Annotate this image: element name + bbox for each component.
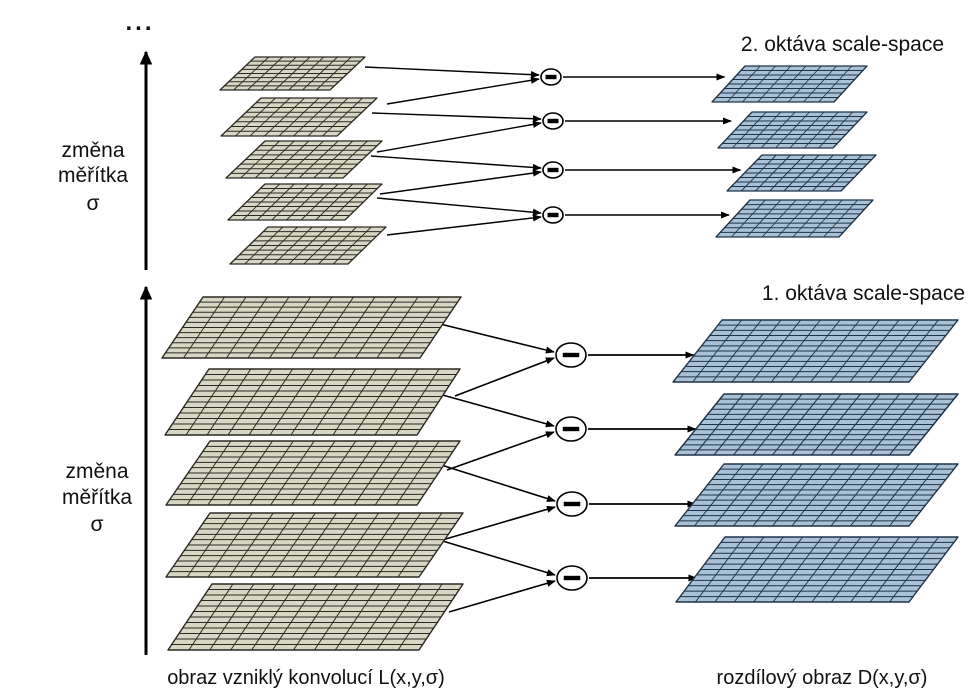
octave2-arrow-in-a-2 — [371, 112, 542, 123]
bottom-scale-label: změna měřítka σ — [62, 460, 132, 536]
octave1-gaussian-layer-3 — [165, 440, 461, 506]
octave1-arrow-in-b-3 — [431, 505, 556, 544]
octave2-arrow-in-a-4 — [376, 197, 542, 216]
octave1-arrow-in-b-2 — [446, 431, 555, 471]
octave1-gaussian-layer-5 — [167, 583, 464, 651]
top-scale-label-line2: měřítka — [58, 164, 128, 187]
octave1-difference-layer-2 — [674, 393, 959, 456]
octave1-arrow-in-a-2 — [438, 393, 555, 428]
octave1-difference-layer-1 — [672, 319, 959, 383]
octave2-arrow-in-b-3 — [379, 169, 542, 195]
octave1-gaussian-layer-1 — [161, 296, 462, 359]
octave2-difference-layer-2 — [717, 111, 868, 149]
octave1-difference-layer-4 — [675, 536, 959, 603]
octave2-minus-operator-3 — [542, 161, 564, 179]
top-scale-label-sigma: σ — [87, 192, 100, 215]
octave1-minus-operator-1 — [555, 342, 587, 368]
bottom-scale-label-sigma: σ — [91, 513, 104, 536]
octave2-difference-layer-1 — [711, 65, 868, 103]
bottom-scale-label-line1: změna — [65, 460, 128, 483]
top-scale-label: změna měřítka σ — [58, 139, 128, 215]
octave1-arrow-in-a-3 — [437, 463, 556, 502]
octave2-arrow-in-b-4 — [386, 214, 542, 236]
octave1-difference-layer-3 — [674, 463, 959, 527]
octave1-arrow-in-b-1 — [454, 357, 555, 397]
octave1-minus-operator-4 — [556, 565, 588, 591]
octave2-arrow-in-a-3 — [370, 155, 542, 172]
octave1-gaussian-layer-4 — [165, 512, 464, 578]
octave2-gaussian-layer-1 — [219, 56, 366, 91]
caption-convolved-image: obraz vzniklý konvolucí L(x,y,σ) — [167, 667, 445, 689]
octave2-arrow-in-b-1 — [386, 76, 540, 105]
octave1-minus-operator-2 — [555, 416, 587, 442]
octave2-gaussian-layer-5 — [229, 226, 387, 265]
octave1-minus-operator-3 — [556, 491, 588, 517]
octave-2-title: 2. oktáva scale-space — [741, 33, 944, 56]
subtraction-operators — [540, 68, 588, 591]
octave2-minus-operator-1 — [540, 68, 562, 86]
octave1-gaussian-layer-2 — [164, 368, 461, 436]
continuation-ellipsis: ... — [125, 9, 154, 36]
bottom-scale-label-line2: měřítka — [62, 486, 132, 509]
top-scale-label-line1: změna — [61, 139, 124, 162]
octave2-difference-layer-3 — [726, 154, 877, 192]
octave2-arrow-in-b-2 — [376, 120, 542, 153]
difference-arrows — [364, 66, 742, 613]
octave2-gaussian-layer-4 — [227, 183, 383, 221]
octave2-difference-layer-4 — [715, 199, 874, 238]
octave2-gaussian-layer-2 — [220, 97, 378, 137]
image-layers — [161, 56, 959, 651]
caption-difference-image: rozdílový obraz D(x,y,σ) — [717, 667, 928, 689]
octave2-minus-operator-4 — [542, 206, 564, 224]
octave1-arrow-in-a-1 — [431, 321, 555, 354]
octave1-arrow-in-b-4 — [448, 579, 556, 613]
octave1-arrow-in-a-4 — [435, 538, 556, 577]
octave2-arrow-in-a-1 — [364, 66, 540, 79]
octave-1-title: 1. oktáva scale-space — [762, 282, 965, 305]
octave2-gaussian-layer-3 — [225, 140, 383, 179]
octave2-minus-operator-2 — [542, 112, 564, 130]
